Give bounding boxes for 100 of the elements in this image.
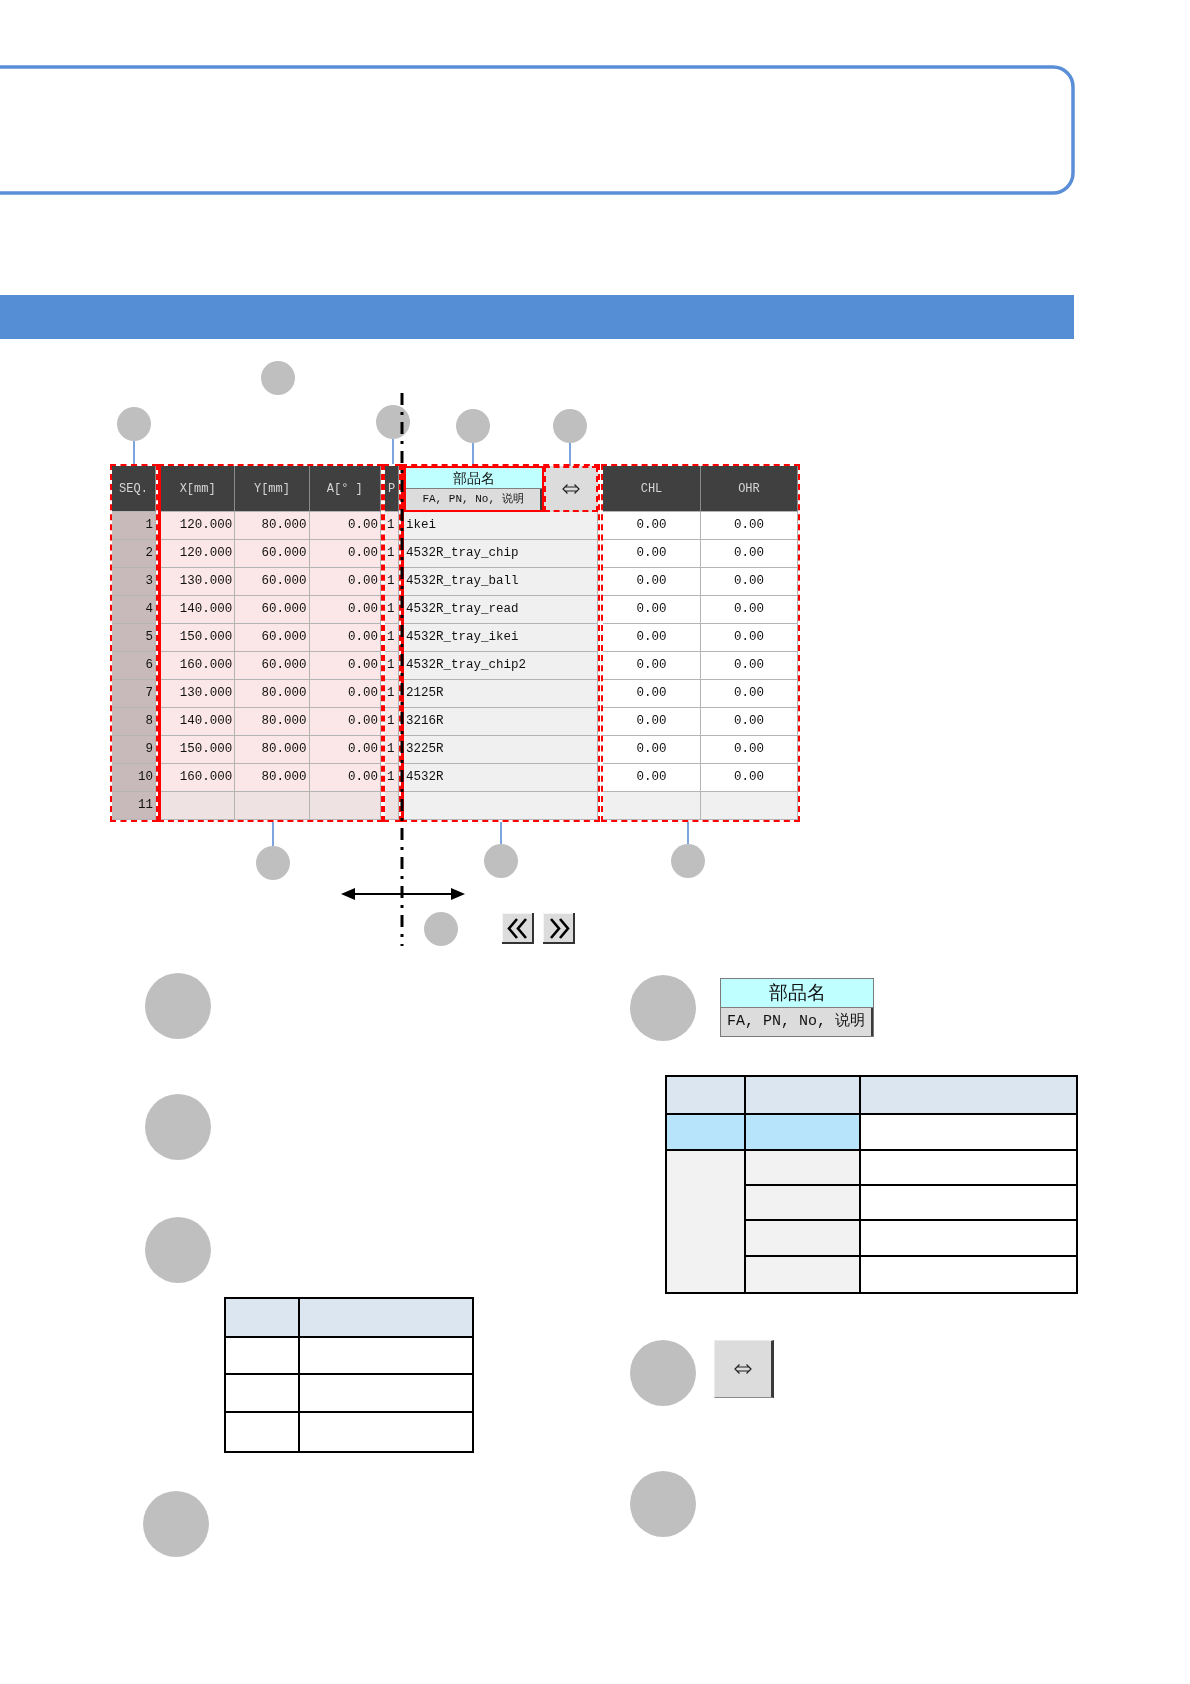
table-cell: 4532R_tray_ikei <box>404 624 598 652</box>
highlight-frame <box>383 464 401 822</box>
table-cell: 0.00 <box>701 596 798 624</box>
table-cell: 9 <box>112 736 156 764</box>
table-cell: 4532R <box>404 764 598 792</box>
table-cell: 0.00 <box>309 596 381 624</box>
table-cell: 0.00 <box>701 764 798 792</box>
callout-circle <box>117 407 151 441</box>
leader-line <box>687 821 689 845</box>
table-cell: 0.00 <box>309 764 381 792</box>
table-cell: 80.000 <box>235 512 310 540</box>
table-cell: 5 <box>112 624 156 652</box>
callout-circle <box>484 844 518 878</box>
table-cell: 160.000 <box>161 764 236 792</box>
icon-button <box>544 466 598 512</box>
table-cell: 60.000 <box>235 540 310 568</box>
table-cell: 0.00 <box>309 680 381 708</box>
highlight-frame <box>601 464 800 822</box>
table-cell: 4532R_tray_chip2 <box>404 652 598 680</box>
table-cell: 60.000 <box>235 596 310 624</box>
table-cell: 1 <box>385 624 399 652</box>
header-cell: SEQ. <box>112 466 156 512</box>
table-cell: 140.000 <box>161 708 236 736</box>
header-cell: P <box>385 466 399 512</box>
leader-line <box>272 821 274 847</box>
table-cell: 0.00 <box>603 596 701 624</box>
callout-circle <box>424 912 458 946</box>
table-cell: 0.00 <box>701 736 798 764</box>
highlight-frame <box>158 464 383 822</box>
table-cell: 2 <box>112 540 156 568</box>
header-cell: OHR <box>701 466 798 512</box>
table-cell: 0.00 <box>603 652 701 680</box>
table-cell: 120.000 <box>161 540 236 568</box>
table-cell: 60.000 <box>235 568 310 596</box>
leader-line <box>392 438 394 465</box>
table-cell: 60.000 <box>235 652 310 680</box>
table-cell: 1 <box>385 652 399 680</box>
table-cell: 0.00 <box>309 540 381 568</box>
table-cell: 0.00 <box>603 568 701 596</box>
table-cell: 3225R <box>404 736 598 764</box>
table-cell: 1 <box>385 596 399 624</box>
icon-button <box>714 1340 774 1398</box>
header-cell: X[mm] <box>161 466 236 512</box>
table-cell: 130.000 <box>161 568 236 596</box>
callout-circle <box>671 844 705 878</box>
table-cell: 0.00 <box>603 708 701 736</box>
table-cell: 1 <box>112 512 156 540</box>
table-cell: 10 <box>112 764 156 792</box>
callout-circle <box>553 409 587 443</box>
table-cell: 0.00 <box>309 652 381 680</box>
leader-line <box>133 440 135 465</box>
table-cell: 0.00 <box>701 652 798 680</box>
header-cell: CHL <box>603 466 701 512</box>
table-cell: 0.00 <box>309 624 381 652</box>
table-cell: 0.00 <box>603 736 701 764</box>
table-cell: 0.00 <box>309 568 381 596</box>
table-cell: 0.00 <box>309 512 381 540</box>
header-control <box>720 978 874 1037</box>
highlight-frame <box>110 464 158 822</box>
table-cell: 1 <box>385 540 399 568</box>
callout-circle <box>261 361 295 395</box>
table-cell: 1 <box>385 736 399 764</box>
table-cell: 0.00 <box>309 736 381 764</box>
table-cell: 4532R_tray_chip <box>404 540 598 568</box>
highlight-frame <box>401 464 600 822</box>
column-title: 部品名 <box>721 979 873 1008</box>
header-cell: Y[mm] <box>235 466 310 512</box>
table-cell: 140.000 <box>161 596 236 624</box>
table-cell: 80.000 <box>235 708 310 736</box>
column-title: 部品名 <box>406 468 542 489</box>
table-cell: 120.000 <box>161 512 236 540</box>
table-cell: 7 <box>112 680 156 708</box>
table-cell: 0.00 <box>701 512 798 540</box>
callout-circle <box>456 409 490 443</box>
table-cell: 150.000 <box>161 736 236 764</box>
header-control <box>404 466 544 512</box>
table-cell: 4532R_tray_ball <box>404 568 598 596</box>
table-cell: 0.00 <box>603 624 701 652</box>
table-cell: 4532R_tray_read <box>404 596 598 624</box>
callout-circle <box>376 405 410 439</box>
table-cell: 1 <box>385 680 399 708</box>
table-cell: ikei <box>404 512 598 540</box>
table-cell: 0.00 <box>701 708 798 736</box>
table-cell: 0.00 <box>603 680 701 708</box>
table-cell: 0.00 <box>603 512 701 540</box>
table-cell: 3 <box>112 568 156 596</box>
table-cell: 0.00 <box>701 624 798 652</box>
table-cell: 130.000 <box>161 680 236 708</box>
table-cell: 8 <box>112 708 156 736</box>
table-cell: 150.000 <box>161 624 236 652</box>
table-cell: 80.000 <box>235 764 310 792</box>
table-cell: 1 <box>385 708 399 736</box>
table-cell: 0.00 <box>603 764 701 792</box>
table-cell: 11 <box>112 792 156 820</box>
table-cell: 80.000 <box>235 680 310 708</box>
table-cell: 80.000 <box>235 736 310 764</box>
table-cell: 0.00 <box>701 568 798 596</box>
leader-line <box>500 821 502 845</box>
table-cell: 60.000 <box>235 624 310 652</box>
callout-circle <box>256 846 290 880</box>
